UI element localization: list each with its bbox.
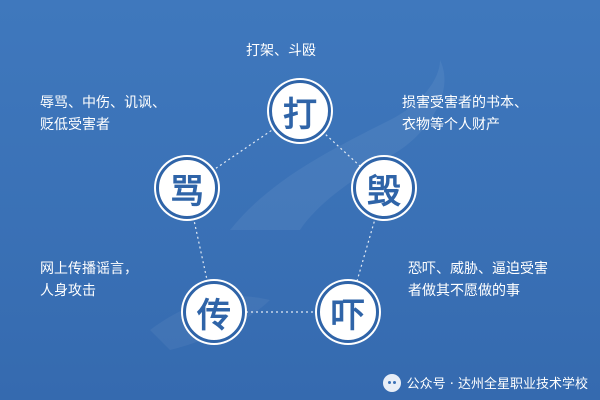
node-da: 打 [269,80,331,142]
node-hui: 毁 [353,157,415,219]
node-chuan-char: 传 [197,295,231,336]
caption-chuan: 网上传播谣言， 人身攻击 [40,261,138,299]
node-he: 吓 [317,281,379,343]
node-he-char: 吓 [331,295,365,336]
node-da-char: 打 [283,94,317,135]
caption-da: 打架、斗殴 [246,43,316,59]
footer-text: 公众号 · 达州全星职业技术学校 [406,377,588,392]
node-ma-char: 骂 [170,171,204,212]
node-ma: 骂 [156,157,218,219]
wechat-icon [382,373,401,392]
caption-hui: 损害受害者的书本、 衣物等个人财产 [402,95,528,133]
node-hui-char: 毁 [367,171,401,212]
footer-watermark: 公众号 · 达州全星职业技术学校 [382,373,588,392]
node-chuan: 传 [183,281,245,343]
caption-ma: 辱骂、中伤、讥讽、 贬低受害者 [40,95,166,133]
caption-he: 恐吓、威胁、逼迫受害 者做其不愿做的事 [408,261,548,299]
